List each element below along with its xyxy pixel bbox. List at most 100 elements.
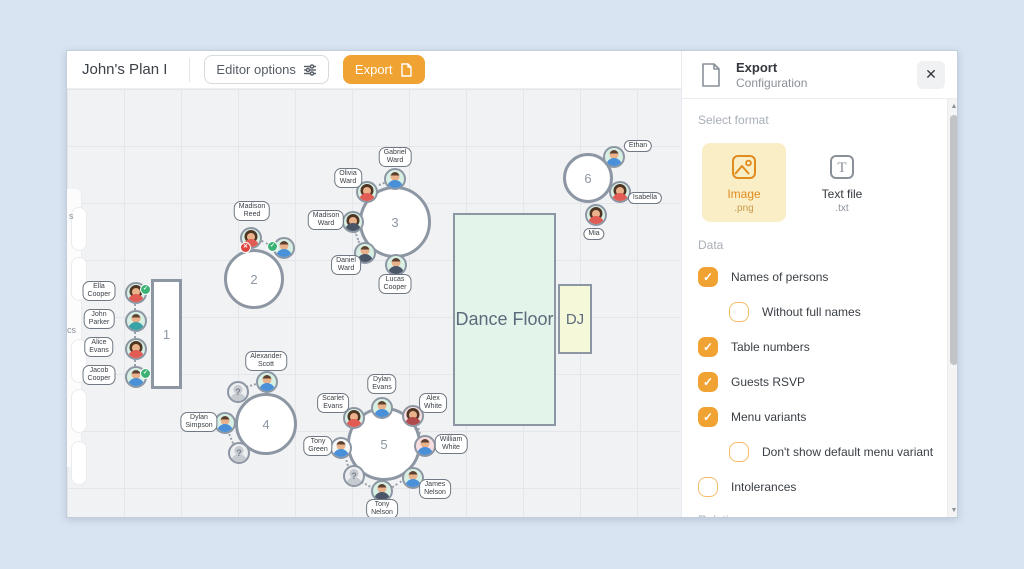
area-dj[interactable]: DJ xyxy=(558,284,592,354)
checkbox-unchecked[interactable] xyxy=(729,302,749,322)
guest-avatar-mia[interactable] xyxy=(585,204,607,226)
table-1[interactable]: 1 xyxy=(151,279,182,389)
guest-name-label[interactable]: Alex White xyxy=(419,393,447,413)
guest-avatar-william-white[interactable] xyxy=(414,435,436,457)
guest-name-label[interactable]: Jacob Cooper xyxy=(82,365,116,385)
guest-avatar-olivia-ward[interactable] xyxy=(356,181,378,203)
guest-avatar-tony-green[interactable] xyxy=(330,437,352,459)
checkbox-unchecked[interactable] xyxy=(729,442,749,462)
cutoff-label-fragment: cs xyxy=(67,325,76,335)
guest-name-label[interactable]: Madison Ward xyxy=(307,210,345,230)
guest-name-label[interactable]: Isabella xyxy=(627,192,663,204)
guest-name-label[interactable]: Dylan Evans xyxy=(367,374,397,394)
checkbox-checked[interactable] xyxy=(698,372,718,392)
avatar-head xyxy=(391,258,401,267)
option-don-t-show-default-menu-variant[interactable]: Don't show default menu variant xyxy=(729,442,941,462)
guest-name-label[interactable]: Tony Nelson xyxy=(366,499,398,517)
guest-name-label[interactable]: Dylan Simpson xyxy=(180,412,218,432)
table-6[interactable]: 6 xyxy=(563,153,613,203)
checkbox-unchecked[interactable] xyxy=(698,477,718,497)
export-panel: Export Configuration ✕ Select format Ima… xyxy=(681,51,958,517)
guest-name-label[interactable]: Olivia Ward xyxy=(334,168,362,188)
collapsed-panel-item[interactable] xyxy=(71,441,87,485)
avatar-body xyxy=(388,266,404,274)
avatar-body xyxy=(128,294,144,302)
guest-name-label[interactable]: Lucas Cooper xyxy=(378,274,412,294)
guest-avatar-gabriel-ward[interactable] xyxy=(384,168,406,190)
panel-scrollbar[interactable]: ▲ ▼ xyxy=(947,99,958,517)
guest-avatar-madison-ward[interactable] xyxy=(342,211,364,233)
collapsed-panel-item[interactable] xyxy=(71,389,87,433)
option-names-of-persons[interactable]: Names of persons xyxy=(698,267,941,287)
option-label: Intolerances xyxy=(731,480,797,494)
avatar-head xyxy=(132,344,140,352)
editor-options-button[interactable]: Editor options xyxy=(204,55,329,84)
guest-avatar-john-parker[interactable] xyxy=(125,310,147,332)
close-button[interactable]: ✕ xyxy=(917,60,945,89)
scroll-up-arrow[interactable]: ▲ xyxy=(950,103,958,110)
guest-name-label[interactable]: Scarlet Evans xyxy=(317,393,349,413)
option-without-full-names[interactable]: Without full names xyxy=(729,302,941,322)
area-dance-floor[interactable]: Dance Floor xyxy=(453,213,556,426)
guest-avatar-alice-evans[interactable] xyxy=(125,338,147,360)
section-label-data: Data xyxy=(698,238,724,252)
guest-name-label[interactable]: Ella Cooper xyxy=(82,281,116,301)
avatar-head xyxy=(408,471,418,480)
guest-avatar-alex-white[interactable] xyxy=(402,405,424,427)
avatar-head xyxy=(220,416,230,425)
guest-name-label[interactable]: John Parker xyxy=(83,309,115,329)
avatar-body xyxy=(259,383,275,391)
avatar-body xyxy=(128,350,144,358)
guest-name-label[interactable]: Tony Green xyxy=(303,436,333,456)
avatar-head xyxy=(131,314,141,323)
table-number: 6 xyxy=(584,170,592,186)
guest-avatar-james-nelson[interactable] xyxy=(402,467,424,489)
guest-name-label[interactable]: Mia xyxy=(583,228,605,240)
table-number: 5 xyxy=(380,436,388,452)
guest-name-label[interactable]: James Nelson xyxy=(419,479,451,499)
avatar-body xyxy=(217,424,233,432)
guest-avatar-dylan-evans[interactable] xyxy=(371,397,393,419)
guest-name-label[interactable]: Alice Evans xyxy=(84,337,114,357)
avatar-head xyxy=(420,439,430,448)
guest-name-label[interactable]: Gabriel Ward xyxy=(378,147,412,167)
guest-avatar-scarlet-evans[interactable] xyxy=(343,407,365,429)
guest-avatar-placeholder[interactable]: ? xyxy=(227,381,249,403)
topbar-divider xyxy=(189,57,191,82)
guest-name-label[interactable]: Ethan xyxy=(623,140,653,152)
checkbox-checked[interactable] xyxy=(698,407,718,427)
option-table-numbers[interactable]: Table numbers xyxy=(698,337,941,357)
scroll-down-arrow[interactable]: ▼ xyxy=(950,507,958,514)
avatar-head xyxy=(360,246,370,255)
collapsed-panel-item[interactable] xyxy=(71,207,87,251)
export-button[interactable]: Export xyxy=(342,55,425,84)
checkbox-checked[interactable] xyxy=(698,267,718,287)
guest-avatar-placeholder[interactable]: ? xyxy=(228,442,250,464)
sliders-icon xyxy=(303,63,317,77)
option-label: Guests RSVP xyxy=(731,375,806,389)
unknown-guest-icon: ? xyxy=(236,448,242,458)
guest-avatar-placeholder[interactable]: ? xyxy=(343,465,365,487)
option-guests-rsvp[interactable]: Guests RSVP xyxy=(698,372,941,392)
guest-avatar-ethan[interactable] xyxy=(603,146,625,168)
option-label: Without full names xyxy=(762,305,861,319)
scroll-thumb[interactable] xyxy=(950,115,957,365)
guest-avatar-alexander-scott[interactable] xyxy=(256,371,278,393)
guest-avatar-lucas-cooper[interactable] xyxy=(385,254,407,276)
guest-name-label[interactable]: Madison Reed xyxy=(233,201,271,221)
guest-name-label[interactable]: William White xyxy=(434,434,468,454)
option-intolerances[interactable]: Intolerances xyxy=(698,477,941,497)
avatar-head xyxy=(409,411,417,419)
option-menu-variants[interactable]: Menu variants xyxy=(698,407,941,427)
avatar-body xyxy=(230,393,246,401)
guest-name-label[interactable]: Daniel Ward xyxy=(331,255,361,275)
table-2[interactable]: 2 xyxy=(224,249,284,309)
guest-name-label[interactable]: Alexander Scott xyxy=(245,351,287,371)
rsvp-accepted-badge: ✓ xyxy=(140,368,151,379)
checkbox-checked[interactable] xyxy=(698,337,718,357)
format-card-image[interactable]: Image.png xyxy=(702,143,786,222)
